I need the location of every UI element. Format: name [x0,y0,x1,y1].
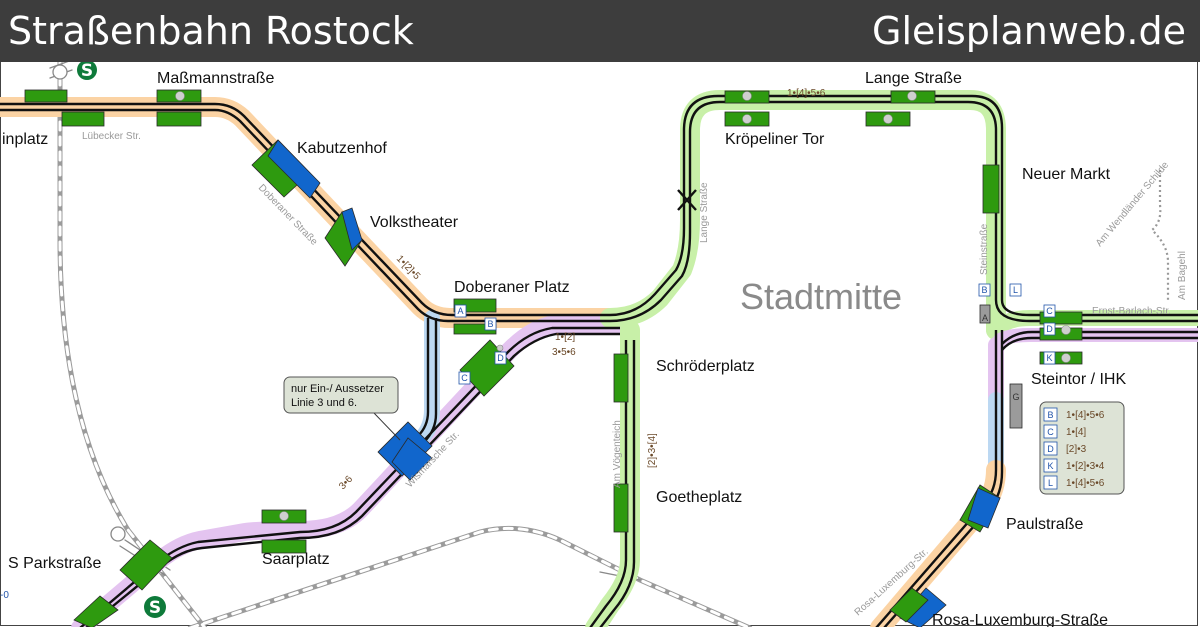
svg-text:S: S [149,598,161,618]
lines-doberaner-platz-a: 1•[2] [555,332,575,343]
legend-key: D [1047,444,1054,454]
platform-tag-l: L [1013,285,1018,295]
station-doberaner-platz[interactable]: Doberaner Platz [454,279,570,296]
legend-key: C [1047,427,1054,437]
lines-doberaner-platz-b: 3•5•6 [552,347,576,358]
platforms [24,89,1083,627]
edge-fragment: -0 [0,590,9,601]
header-bar: Straßenbahn Rostock Gleisplanweb.de [0,0,1200,62]
legend-lines: 1•[4] [1066,427,1086,438]
legend-key-box [1043,441,1058,456]
station-volkstheater[interactable]: Volkstheater [370,214,459,231]
lines-lange-strasse: 1•[4]•5•6 [787,88,826,99]
site-name: Gleisplanweb.de [872,9,1186,53]
legend-key: B [1047,410,1053,420]
stop-markers [175,91,1071,521]
svg-text:S: S [81,62,93,81]
lines-am-voegenteich: [2]•3•[4] [647,433,658,468]
station-kabutzenhof[interactable]: Kabutzenhof [297,140,387,157]
station-rosa-luxemburg-strasse[interactable]: Rosa-Luxemburg-Straße [932,612,1108,628]
legend-key-box [1043,475,1058,490]
sbahn-stop-markers [52,64,126,542]
street-lange-strasse: Lange Straße [699,182,710,243]
lines-wismarsche: 3•6 [337,474,355,493]
track-map[interactable]: S S A B C D B L C D K A G inplatz Maßman… [0,62,1200,628]
station-saarplatz[interactable]: Saarplatz [262,551,330,568]
station-steinplatz[interactable]: inplatz [2,131,48,148]
platform-tag-g: G [1012,392,1019,402]
platform-tag-c-wismarsche: C [461,373,468,383]
station-neuer-markt[interactable]: Neuer Markt [1022,166,1111,183]
legend-key-box [1043,458,1058,473]
platform-tag-b-doberaner: B [487,319,493,329]
page-title: Straßenbahn Rostock [8,9,414,53]
platform-tag-k: K [1046,353,1052,363]
platform-tag-c-steintor: C [1046,306,1053,316]
street-steinstrasse: Steinstraße [979,223,990,275]
station-s-parkstrasse[interactable]: S Parkstraße [8,555,101,572]
legend-lines: 1•[2]•3•4 [1066,461,1105,472]
footpath [1150,170,1170,300]
street-luebecker: Lübecker Str. [82,131,141,142]
station-goetheplatz[interactable]: Goetheplatz [656,489,742,506]
street-am-bagehl: Am Bagehl [1177,251,1188,300]
district-label: Stadtmitte [740,276,902,317]
note-callout: nur Ein-/ Aussetzer Linie 3 und 6. [283,376,401,441]
station-kroepeliner-tor[interactable]: Kröpeliner Tor [725,131,825,148]
station-steintor-ihk[interactable]: Steintor / IHK [1031,371,1126,388]
station-paulstrasse[interactable]: Paulstraße [1006,516,1083,533]
sbahn-symbol-north: S [77,62,97,81]
legend-lines: 1•[4]•5•6 [1066,410,1105,421]
platform-tags: A B C D B L C D K A G [454,283,1056,402]
legend-key-box [1043,407,1058,422]
legend-key-box [1043,424,1058,439]
platform-tag-d-wismarsche: D [497,353,504,363]
sbahn-tracks [49,62,753,627]
platform-tag-b-steintor: B [981,285,987,295]
sbahn-symbol-south: S [144,596,166,618]
station-massmannstrasse[interactable]: Maßmannstraße [157,70,274,87]
note-line-2: Linie 3 und 6. [291,397,357,409]
legend-key: K [1047,461,1053,471]
tram-tracks [0,94,1198,627]
legend-key: L [1048,478,1053,488]
street-ernst-barlach: Ernst-Barlach-Str. [1092,306,1171,317]
station-schroederplatz[interactable]: Schröderplatz [656,358,755,375]
station-lange-strasse[interactable]: Lange Straße [865,70,962,87]
platform-tag-a-steintor: A [982,313,988,323]
platform-tag-d-steintor: D [1046,324,1053,334]
legend-lines: [2]•3 [1066,444,1087,455]
note-line-1: nur Ein-/ Aussetzer [291,383,384,395]
street-am-voegenteich: Am Vögenteich [612,420,623,488]
legend-lines: 1•[4]•5•6 [1066,478,1105,489]
station-labels[interactable]: inplatz Maßmannstraße Kabutzenhof Volkst… [2,70,1126,628]
platform-tag-a: A [457,306,463,316]
